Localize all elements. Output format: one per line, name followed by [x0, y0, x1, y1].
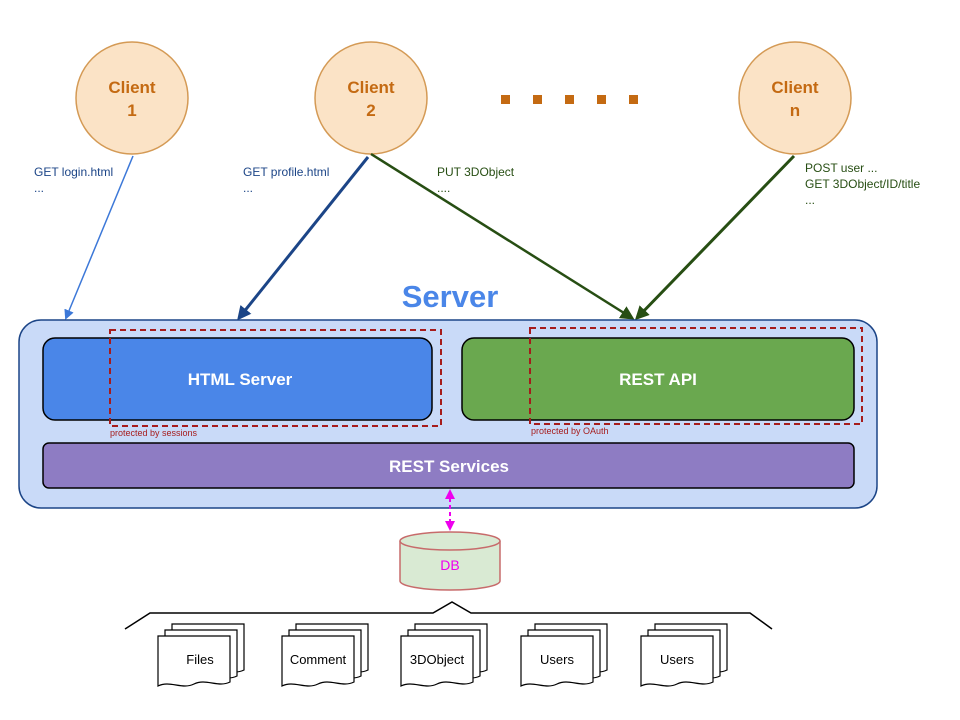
arrow-clientn-to-rest-api [634, 154, 796, 321]
database: DB [399, 531, 501, 591]
client-2-circle [314, 41, 428, 155]
document-icon [520, 635, 594, 687]
arrow-client2-to-html-server [237, 156, 370, 321]
session-protection-label: protected by sessions [110, 428, 198, 438]
collection-3dobject: 3DObject [400, 623, 488, 687]
document-icon [157, 635, 231, 687]
request-line: GET profile.html [243, 165, 329, 179]
client-1-number: 1 [127, 101, 136, 120]
db-cylinder-top [399, 531, 501, 551]
rest-services-box [42, 442, 855, 489]
request-label-client2-rest: PUT 3DObject .... [437, 165, 515, 195]
request-line: PUT 3DObject [437, 165, 515, 179]
arrow-client1-to-html-server [64, 155, 134, 320]
oauth-protection-boundary [529, 327, 863, 425]
server-title: Server [402, 279, 499, 314]
request-line: ... [243, 181, 253, 195]
collection-label: Users [540, 652, 574, 667]
rest-api-label: REST API [619, 370, 697, 389]
client-1-label: Client [108, 78, 156, 97]
dot [565, 95, 574, 104]
request-line: ... [34, 181, 44, 195]
dot [597, 95, 606, 104]
client-1: Client 1 [75, 41, 189, 155]
arrow-client2-to-rest-api [370, 152, 635, 320]
client-2-number: 2 [366, 101, 375, 120]
collection-comment: Comment [281, 623, 369, 687]
collection-label: Files [186, 652, 214, 667]
client-2: Client 2 [314, 41, 428, 155]
rest-api-box [461, 337, 855, 421]
db-cylinder-body [399, 541, 501, 591]
document-icon [281, 635, 355, 687]
client-n-circle [738, 41, 852, 155]
request-line: ... [805, 193, 815, 207]
html-server-box [42, 337, 433, 421]
collection-users: Users [520, 623, 608, 687]
client-2-label: Client [347, 78, 395, 97]
request-line: GET 3DObject/ID/title [805, 177, 920, 191]
client-n-number: n [790, 101, 800, 120]
collections-brace [124, 601, 773, 630]
dot [629, 95, 638, 104]
collection-label: Comment [290, 652, 347, 667]
session-protection-boundary [109, 329, 442, 427]
collection-label: 3DObject [410, 652, 465, 667]
dot [501, 95, 510, 104]
request-label-clientn: POST user ... GET 3DObject/ID/title ... [805, 161, 920, 207]
collection-users-2: Users [640, 623, 728, 687]
db-label: DB [440, 557, 459, 573]
oauth-protection-label: protected by OAuth [531, 426, 609, 436]
request-line: .... [437, 181, 450, 195]
collection-files: Files [157, 623, 245, 687]
html-server-label: HTML Server [188, 370, 293, 389]
rest-services-label: REST Services [389, 457, 509, 476]
collection-label: Users [660, 652, 694, 667]
dot [533, 95, 542, 104]
request-label-client2-html: GET profile.html ... [243, 165, 329, 195]
request-line: GET login.html [34, 165, 113, 179]
client-1-circle [75, 41, 189, 155]
more-clients-dots [501, 95, 638, 104]
client-n-label: Client [771, 78, 819, 97]
document-icon [400, 635, 474, 687]
client-n: Client n [738, 41, 852, 155]
document-icon [640, 635, 714, 687]
request-line: POST user ... [805, 161, 877, 175]
request-label-client1: GET login.html ... [34, 165, 113, 195]
